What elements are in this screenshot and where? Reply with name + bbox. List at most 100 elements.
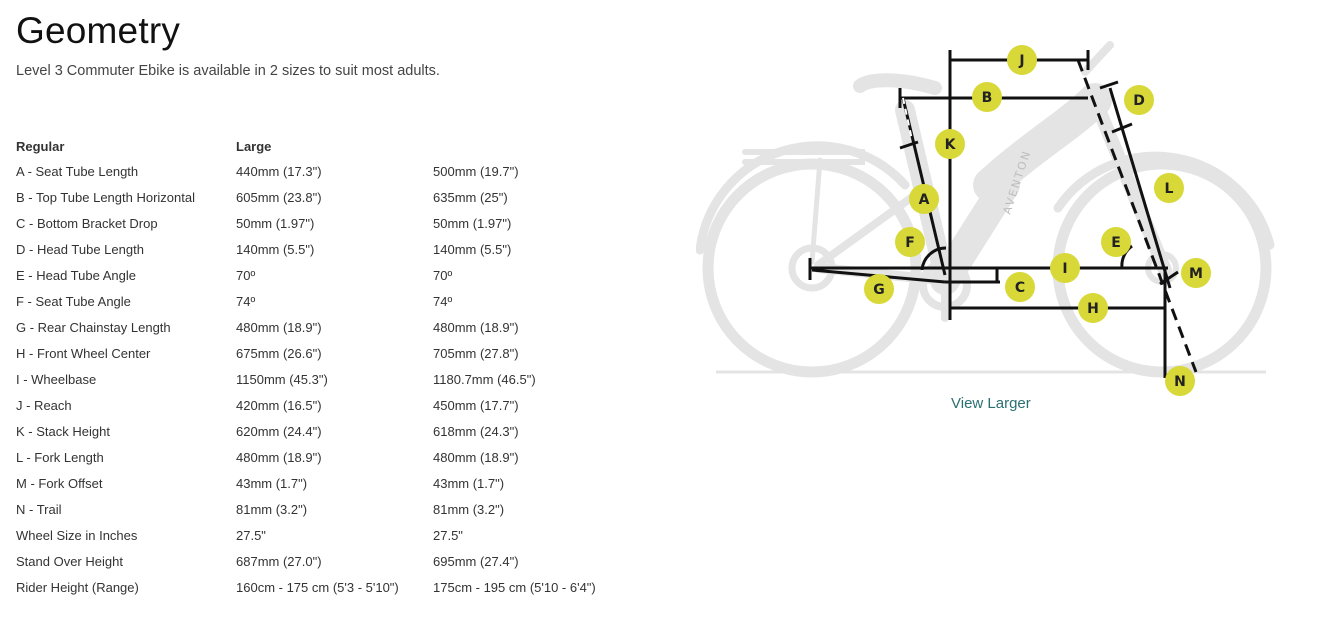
marker-circle (1181, 258, 1211, 288)
marker-label: B (982, 90, 993, 106)
marker-label: A (919, 192, 930, 208)
regular-value: 440mm (17.3") (236, 163, 322, 179)
rear-rack (742, 149, 865, 165)
row-label: A - Seat Tube Length (16, 163, 139, 179)
regular-value: 675mm (26.6") (236, 345, 322, 361)
marker-circle (1050, 253, 1080, 283)
regular-value: 50mm (1.97") (236, 215, 315, 231)
large-value: 70º (433, 267, 453, 283)
regular-value: 43mm (1.7") (236, 475, 308, 491)
table-row: C - Bottom Bracket Drop 50mm (1.97") 50mm … (16, 210, 613, 236)
marker-circle (1078, 293, 1108, 323)
seatstay (814, 191, 919, 269)
marker-circle (1007, 45, 1037, 75)
table-row: M - Fork Offset 43mm (1.7") 43mm (1.7") (16, 470, 613, 496)
marker-n: N (1165, 366, 1195, 396)
large-value: 140mm (5.5") (433, 241, 512, 257)
marker-g: G (864, 274, 894, 304)
marker-circle (1124, 85, 1154, 115)
row-label: D - Head Tube Length (16, 241, 144, 257)
large-value: 43mm (1.7") (433, 475, 505, 491)
large-value: 695mm (27.4") (433, 553, 519, 569)
marker-i: I (1050, 253, 1080, 283)
marker-k: K (935, 129, 965, 159)
marker-d: D (1124, 85, 1154, 115)
marker-f: F (895, 227, 925, 257)
marker-circle (1154, 173, 1184, 203)
large-value: 175cm - 195 cm (5'10 - 6'4") (433, 579, 596, 595)
row-label: G - Rear Chainstay Length (16, 319, 171, 335)
regular-value: 620mm (24.4") (236, 423, 322, 439)
table-row: F - Seat Tube Angle 74º 74º (16, 288, 613, 314)
row-label: B - Top Tube Length Horizontal (16, 189, 195, 205)
bike-geometry-diagram: AVENTON (696, 41, 1275, 396)
table-header-row: Regular Large (16, 134, 613, 158)
row-label: N - Trail (16, 501, 62, 517)
table-row: D - Head Tube Length 140mm (5.5") 140mm (5… (16, 236, 613, 262)
column-header: Large (236, 138, 272, 154)
marker-circle (909, 184, 939, 214)
marker-circle (864, 274, 894, 304)
marker-label: F (905, 235, 915, 251)
row-label: C - Bottom Bracket Drop (16, 215, 158, 231)
regular-value: 74º (236, 293, 256, 309)
regular-value: 160cm - 175 cm (5'3 - 5'10") (236, 579, 399, 595)
marker-circle (1005, 272, 1035, 302)
fork (1088, 93, 1172, 277)
large-value: 450mm (17.7") (433, 397, 519, 413)
marker-label: J (1018, 53, 1024, 69)
large-value: 705mm (27.8") (433, 345, 519, 361)
column-header (433, 134, 613, 158)
large-value: 27.5" (433, 527, 463, 543)
row-label: Wheel Size in Inches (16, 527, 138, 543)
marker-b: B (972, 82, 1002, 112)
marker-label: I (1062, 261, 1067, 277)
row-label: Stand Over Height (16, 553, 123, 569)
regular-value: 480mm (18.9") (236, 319, 322, 335)
marker-j: J (1007, 45, 1037, 75)
page-title: Geometry (16, 10, 181, 51)
row-label: F - Seat Tube Angle (16, 293, 131, 309)
regular-value: 1150mm (45.3") (236, 371, 328, 387)
geometry-table: Regular Large A - Seat Tube Length 440mm … (16, 134, 613, 600)
large-value: 81mm (3.2") (433, 501, 505, 517)
row-label: M - Fork Offset (16, 475, 103, 491)
row-label: I - Wheelbase (16, 371, 97, 387)
marker-label: E (1111, 235, 1121, 251)
marker-circle (1165, 366, 1195, 396)
page-subtitle: Level 3 Commuter Ebike is available in 2… (16, 63, 440, 79)
marker-circle (1101, 227, 1131, 257)
large-value: 74º (433, 293, 453, 309)
regular-value: 480mm (18.9") (236, 449, 322, 465)
marker-circle (972, 82, 1002, 112)
column-header: Regular (16, 138, 65, 154)
table-row: J - Reach 420mm (16.5") 450mm (17.7") (16, 392, 613, 418)
marker-e: E (1101, 227, 1131, 257)
table-row: Stand Over Height 687mm (27.0") 695mm (27.… (16, 548, 613, 574)
regular-value: 687mm (27.0") (236, 553, 322, 569)
table-row: N - Trail 81mm (3.2") 81mm (3.2") (16, 496, 613, 522)
row-label: Rider Height (Range) (16, 579, 139, 595)
marker-l: L (1154, 173, 1184, 203)
view-larger-link[interactable]: View Larger (951, 395, 1031, 412)
front-fender (1053, 151, 1275, 250)
row-label: J - Reach (16, 397, 72, 413)
regular-value: 140mm (5.5") (236, 241, 315, 257)
marker-label: H (1087, 301, 1099, 317)
regular-value: 81mm (3.2") (236, 501, 308, 517)
marker-label: K (945, 137, 957, 153)
row-label: H - Front Wheel Center (16, 345, 151, 361)
regular-value: 420mm (16.5") (236, 397, 322, 413)
table-row: Rider Height (Range) 160cm - 175 cm (5'3 … (16, 574, 613, 600)
large-value: 635mm (25") (433, 189, 508, 205)
large-value: 50mm (1.97") (433, 215, 512, 231)
saddle (853, 73, 942, 95)
marker-a: A (909, 184, 939, 214)
